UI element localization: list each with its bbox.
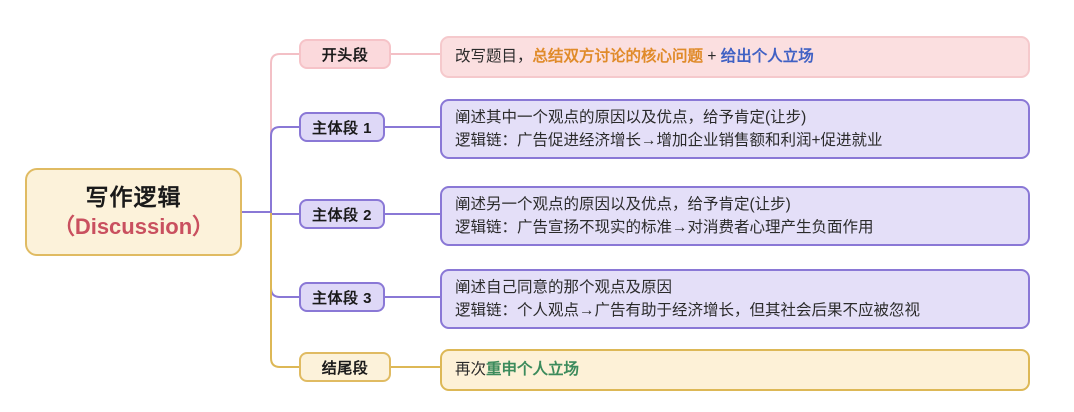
content-line: 改写题目，总结双方讨论的核心问题 + 给出个人立场 (455, 45, 1016, 68)
content-box-5[interactable]: 再次重申个人立场 (440, 349, 1030, 391)
content-line: 逻辑链：广告宣扬不现实的标准→对消费者心理产生负面作用 (455, 216, 1016, 239)
content-line: 再次重申个人立场 (455, 358, 1016, 381)
branch-pill-3[interactable]: 主体段 2 (299, 199, 385, 229)
text-segment-plain: 逻辑链：广告促进经济增长→增加企业销售额和利润+促进就业 (455, 132, 883, 149)
wire-root-to-pill-1 (270, 53, 299, 212)
branch-pill-label: 主体段 1 (311, 119, 372, 137)
text-segment-blue: 给出个人立场 (720, 48, 814, 66)
branch-pill-2[interactable]: 主体段 1 (299, 112, 385, 142)
root-node[interactable]: 写作逻辑 （Discussion） (25, 168, 242, 256)
text-segment-green: 重申个人立场 (486, 361, 580, 379)
root-subtitle: （Discussion） (52, 214, 215, 240)
text-segment-plain: 改写题目， (455, 48, 533, 66)
text-segment-plain: 阐述其中一个观点的原因以及优点，给予肯定(让步) (455, 108, 807, 126)
text-segment-plain: 逻辑链：广告宣扬不现实的标准→对消费者心理产生负面作用 (455, 219, 874, 236)
branch-pill-1[interactable]: 开头段 (299, 39, 391, 69)
content-line: 逻辑链：广告促进经济增长→增加企业销售额和利润+促进就业 (455, 129, 1016, 152)
content-line: 阐述自己同意的那个观点及原因 (455, 276, 1016, 299)
branch-pill-label: 主体段 3 (311, 289, 372, 307)
wire-root-to-pill-5 (270, 212, 299, 368)
content-box-4[interactable]: 阐述自己同意的那个观点及原因逻辑链：个人观点→广告有助于经济增长，但其社会后果不… (440, 269, 1030, 329)
content-box-2[interactable]: 阐述其中一个观点的原因以及优点，给予肯定(让步) 逻辑链：广告促进经济增长→增加企… (440, 99, 1030, 159)
branch-pill-4[interactable]: 主体段 3 (299, 282, 385, 312)
text-segment-plain: 逻辑链：个人观点→广告有助于经济增长，但其社会后果不应被忽视 (455, 302, 921, 319)
text-segment-plain: + (703, 48, 721, 66)
branch-pill-label: 结尾段 (321, 359, 369, 377)
text-segment-plain: 阐述自己同意的那个观点及原因 (455, 278, 673, 296)
content-line: 阐述其中一个观点的原因以及优点，给予肯定(让步) (455, 106, 1016, 129)
content-box-1[interactable]: 改写题目，总结双方讨论的核心问题 + 给出个人立场 (440, 36, 1030, 78)
branch-pill-5[interactable]: 结尾段 (299, 352, 391, 382)
text-segment-plain: 阐述另一个观点的原因以及优点，给予肯定(让步) (455, 195, 791, 213)
text-segment-plain: 再次 (455, 361, 487, 379)
text-segment-orange: 总结双方讨论的核心问题 (532, 48, 704, 66)
content-line: 逻辑链：个人观点→广告有助于经济增长，但其社会后果不应被忽视 (455, 299, 1016, 322)
wire-root-to-pill-2 (270, 126, 299, 212)
content-line: 阐述另一个观点的原因以及优点，给予肯定(让步) (455, 193, 1016, 216)
branch-pill-label: 主体段 2 (311, 206, 372, 224)
branch-pill-label: 开头段 (321, 46, 369, 64)
root-title: 写作逻辑 (85, 183, 182, 210)
wire-root-to-pill-4 (270, 212, 299, 298)
content-box-3[interactable]: 阐述另一个观点的原因以及优点，给予肯定(让步) 逻辑链：广告宣扬不现实的标准→对消… (440, 186, 1030, 246)
